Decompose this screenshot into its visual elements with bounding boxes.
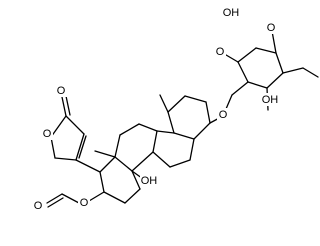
bond-lines bbox=[46, 30, 319, 208]
c14-oh-bg bbox=[140, 174, 158, 187]
lactone-ring-oxygen-label: O bbox=[43, 128, 52, 140]
atom-labels: OH O O OH O O O OH O O bbox=[32, 6, 279, 212]
glycoside-oxygen-label: O bbox=[219, 109, 228, 121]
formate-carbonyl-o-bg bbox=[32, 199, 44, 212]
oh-top-bg bbox=[223, 6, 240, 19]
formate-ester-o-bg bbox=[78, 196, 90, 209]
lactone-carbonyl-o-bg bbox=[55, 84, 67, 97]
methoxy-o-bg bbox=[265, 21, 277, 34]
oh-right-bg bbox=[262, 93, 279, 106]
glycoside-o-bg bbox=[217, 108, 229, 121]
oh-right-label: OH bbox=[262, 94, 279, 106]
ring-oxygen-label: O bbox=[216, 46, 225, 58]
lactone-ring-o-bg bbox=[41, 127, 53, 140]
oh-top-label: OH bbox=[223, 7, 240, 19]
ring-o-bg bbox=[214, 45, 226, 58]
c14-hydroxyl-label: OH bbox=[141, 175, 158, 187]
lactone-carbonyl-oxygen-label: O bbox=[57, 85, 66, 97]
formate-carbonyl-oxygen-label: O bbox=[34, 200, 43, 212]
formate-ester-oxygen-label: O bbox=[80, 197, 89, 209]
methoxy-oxygen-label: O bbox=[267, 22, 276, 34]
